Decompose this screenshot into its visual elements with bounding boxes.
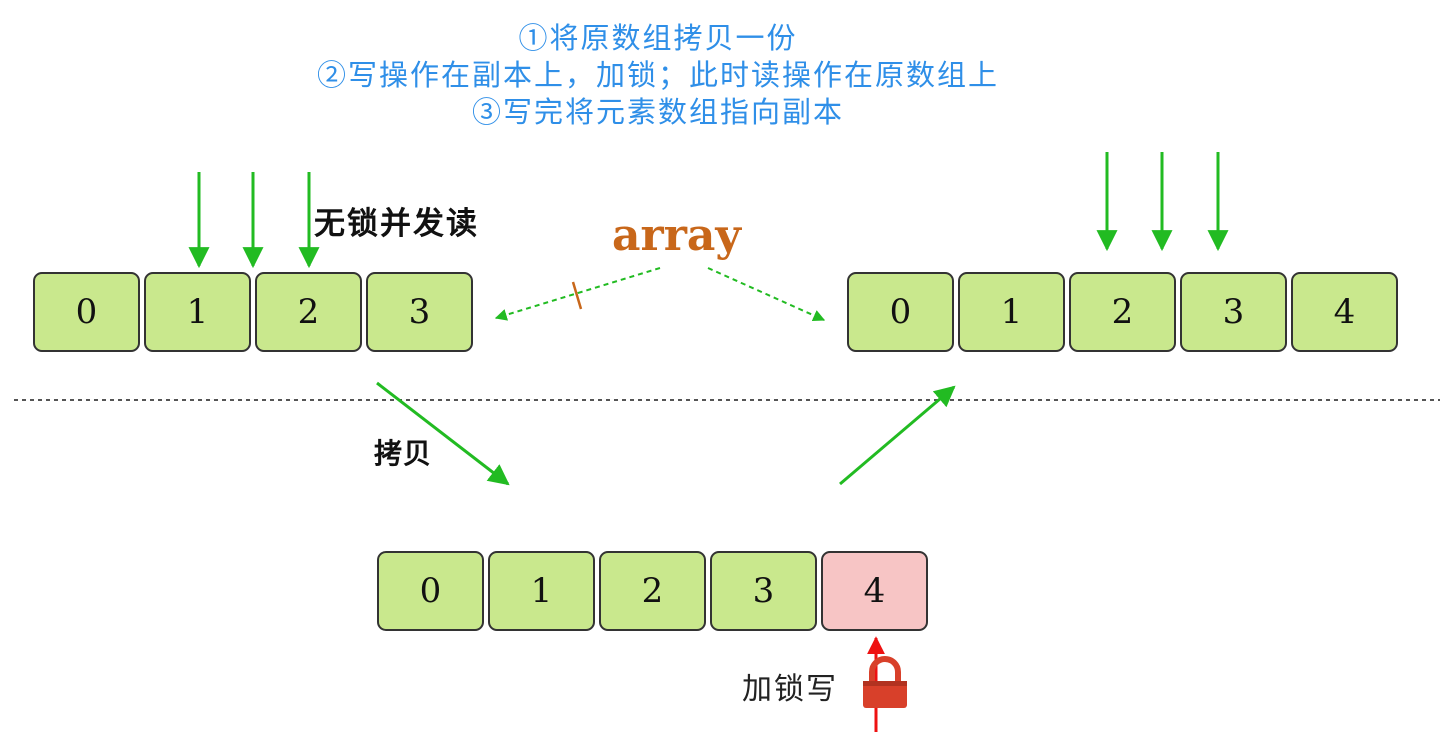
result-array: 0 1 2 3 4 bbox=[847, 272, 1402, 352]
switch-arrow bbox=[839, 385, 956, 486]
copy-arrow bbox=[376, 381, 510, 486]
result-cell-1: 1 bbox=[958, 272, 1065, 352]
array-ref-new-arrow bbox=[707, 267, 826, 322]
array-ref-old-arrow bbox=[494, 267, 661, 321]
original-cell-2: 2 bbox=[255, 272, 362, 352]
copy-cell-2: 2 bbox=[599, 551, 706, 631]
copy-cell-1: 1 bbox=[488, 551, 595, 631]
original-cell-3: 3 bbox=[366, 272, 473, 352]
result-cell-2: 2 bbox=[1069, 272, 1176, 352]
original-cell-1: 1 bbox=[144, 272, 251, 352]
step-2: ②写操作在副本上，加锁；此时读操作在原数组上 bbox=[316, 58, 999, 92]
copy-array: 0 1 2 3 4 bbox=[377, 551, 932, 631]
padlock-icon bbox=[863, 656, 907, 708]
step-3: ③写完将元素数组指向副本 bbox=[471, 95, 844, 129]
lock-write-label: 加锁写 bbox=[742, 672, 838, 707]
step-list: ①将原数组拷贝一份 ②写操作在副本上，加锁；此时读操作在原数组上 ③写完将元素数… bbox=[0, 20, 1316, 131]
copy-cell-new: 4 bbox=[821, 551, 928, 631]
lock-free-read-label: 无锁并发读 bbox=[314, 206, 479, 242]
step-1: ①将原数组拷贝一份 bbox=[518, 21, 798, 55]
copy-cell-3: 3 bbox=[710, 551, 817, 631]
array-ref-cut-mark bbox=[571, 281, 583, 310]
result-cell-0: 0 bbox=[847, 272, 954, 352]
copy-label: 拷贝 bbox=[374, 437, 433, 470]
result-cell-4: 4 bbox=[1291, 272, 1398, 352]
original-array: 0 1 2 3 bbox=[33, 272, 477, 352]
array-reference-label: array bbox=[612, 210, 741, 261]
copy-cell-0: 0 bbox=[377, 551, 484, 631]
original-cell-0: 0 bbox=[33, 272, 140, 352]
result-cell-3: 3 bbox=[1180, 272, 1287, 352]
